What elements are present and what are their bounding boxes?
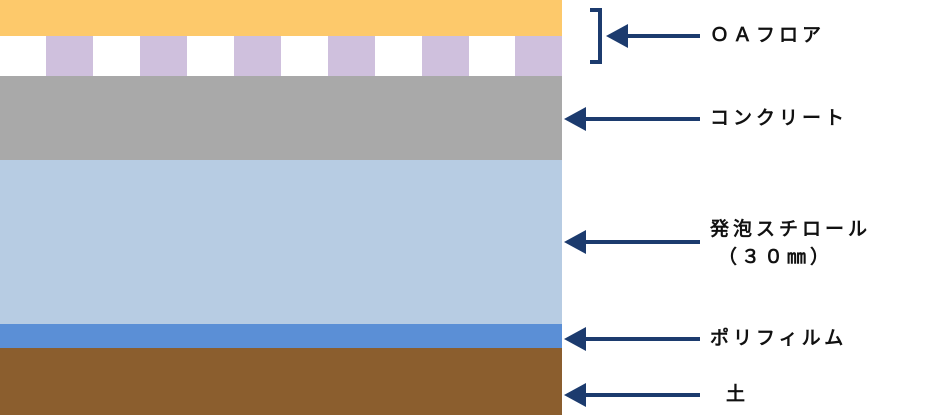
styrofoam-arrow	[564, 230, 700, 254]
soil-arrow	[564, 383, 700, 407]
oa-floor-support-layer	[0, 36, 562, 76]
polyfilm-arrow	[564, 327, 700, 351]
oa-floor-support-block	[46, 36, 93, 76]
polyfilm-layer	[0, 324, 562, 348]
oa-floor-bracket	[590, 8, 602, 64]
concrete-label: コンクリート	[710, 107, 849, 129]
oa-floor-support-block	[234, 36, 281, 76]
concrete-layer	[0, 76, 562, 160]
soil-label: 土	[726, 383, 750, 405]
oa-floor-label: ＯＡフロア	[710, 24, 826, 46]
soil-layer	[0, 348, 562, 415]
oa-floor-support-block	[422, 36, 469, 76]
polyfilm-label: ポリフィルム	[710, 327, 848, 349]
concrete-arrow	[564, 107, 700, 131]
oa-floor-support-block	[328, 36, 375, 76]
styrofoam-layer	[0, 160, 562, 324]
styrofoam-thickness-label: （３０㎜）	[718, 246, 834, 268]
oa-floor-top-layer	[0, 0, 562, 36]
oa-floor-support-block	[140, 36, 187, 76]
oa-floor-arrow	[606, 24, 700, 48]
oa-floor-support-block	[515, 36, 562, 76]
styrofoam-label: 発泡スチロール	[710, 218, 872, 240]
